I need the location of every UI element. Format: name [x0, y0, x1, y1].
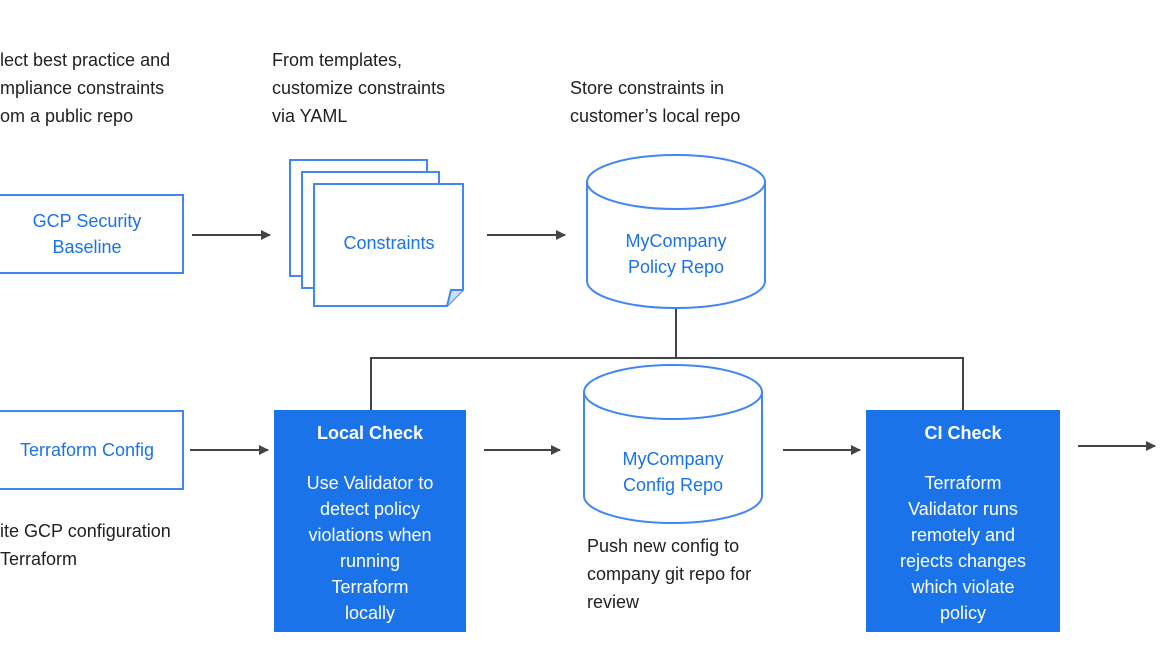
caption-write-config: ite GCP configuration Terraform: [0, 521, 171, 569]
policy-repo-cylinder: [586, 154, 766, 309]
terraform-config-box: Terraform Config: [0, 410, 184, 490]
local-check-title: Local Check: [316, 423, 424, 443]
constraints-label: Constraints: [343, 233, 435, 253]
policy-bus-line: [370, 357, 964, 410]
ci-check-box: CI Check Terraform Validator runs remote…: [866, 410, 1060, 632]
caption-customize-templates: From templates, customize constraints vi…: [272, 50, 446, 126]
ci-check-title: CI Check: [924, 423, 1002, 443]
caption-push-config: Push new config to company git repo for …: [587, 536, 752, 612]
config-repo-label: MyCompany Config Repo: [622, 449, 724, 495]
caption-select-constraints: lect best practice and mpliance constrai…: [0, 50, 171, 126]
policy-repo-label: MyCompany Policy Repo: [625, 231, 727, 277]
caption-store-constraints: Store constraints in customer’s local re…: [570, 78, 741, 126]
gcp-security-baseline-box: GCP Security Baseline: [0, 194, 184, 274]
ci-check-description: Terraform Validator runs remotely and re…: [899, 473, 1027, 623]
config-repo-cylinder: [583, 364, 763, 524]
constraints-documents-icon: [289, 159, 464, 307]
local-check-description: Use Validator to detect policy violation…: [306, 473, 434, 623]
local-check-box: Local Check Use Validator to detect poli…: [274, 410, 466, 632]
